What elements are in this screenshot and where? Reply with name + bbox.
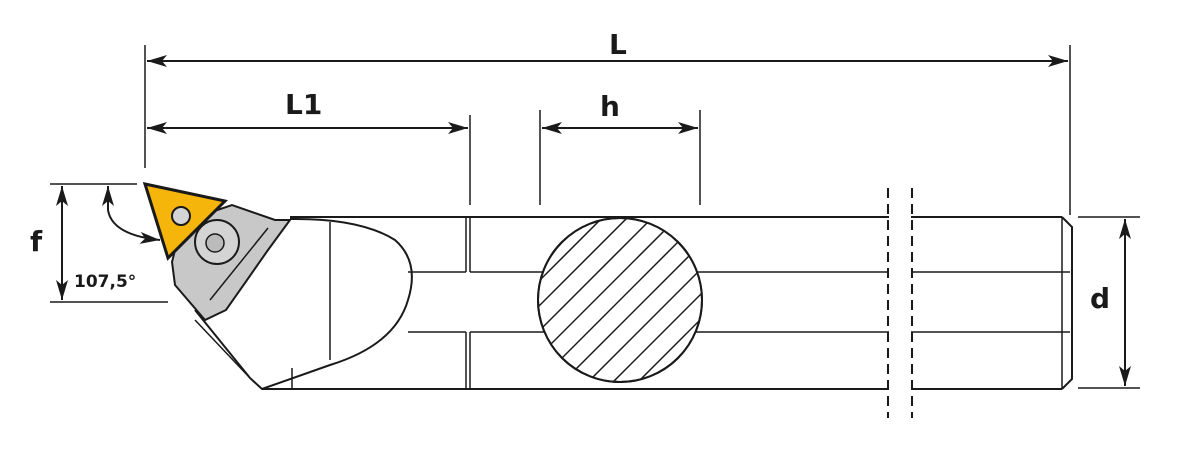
cross-section-hatched — [537, 217, 703, 383]
label-L: L — [609, 28, 627, 61]
insert — [142, 182, 229, 261]
angle-arrow — [102, 186, 161, 244]
break-lines — [887, 188, 913, 418]
label-angle: 107,5° — [74, 272, 137, 292]
extension-lines — [50, 45, 1140, 389]
clamp — [170, 203, 292, 322]
label-h: h — [600, 90, 620, 123]
label-L1: L1 — [285, 88, 323, 121]
label-f: f — [30, 225, 43, 258]
label-d: d — [1090, 282, 1111, 315]
